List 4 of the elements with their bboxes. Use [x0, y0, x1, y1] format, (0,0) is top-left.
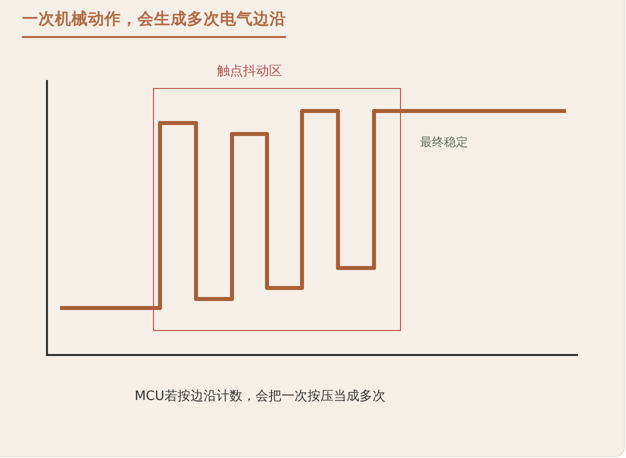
title-heading: 一次机械动作，会生成多次电气边沿 [22, 9, 286, 38]
caption-text: MCU若按边沿计数，会把一次按压当成多次 [134, 388, 386, 405]
annotation-text: 最终稳定 [420, 134, 468, 151]
region-label: 触点抖动区 [217, 63, 282, 80]
